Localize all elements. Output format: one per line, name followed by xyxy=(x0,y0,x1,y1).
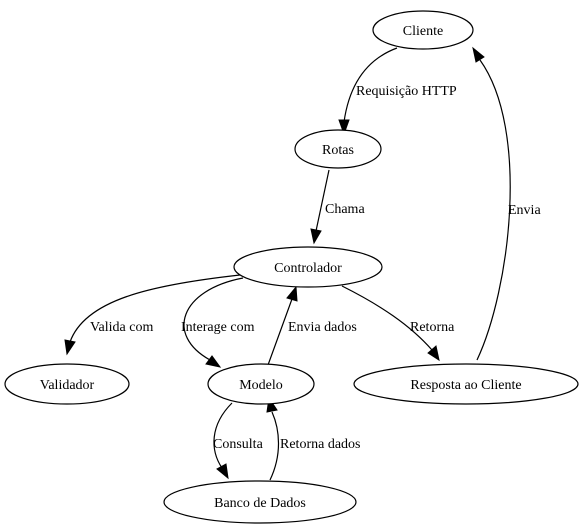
edge-label-valida-com: Valida com xyxy=(90,320,153,335)
edge-banco-modelo: Retorna dados xyxy=(266,396,360,481)
edge-controlador-resposta: Retorna xyxy=(341,285,455,362)
node-banco-de-dados: Banco de Dados xyxy=(163,480,357,524)
node-label-modelo: Modelo xyxy=(239,378,283,393)
edge-controlador-validador: Valida com xyxy=(64,274,241,356)
node-resposta-ao-cliente: Resposta ao Cliente xyxy=(353,363,579,405)
node-label-resposta-ao-cliente: Resposta ao Cliente xyxy=(410,378,521,393)
edge-modelo-controlador: Envia dados xyxy=(267,285,357,366)
edge-controlador-modelo: Interage com xyxy=(181,277,255,368)
node-label-validador: Validador xyxy=(40,378,95,393)
edge-label-retorna-dados: Retorna dados xyxy=(280,437,360,452)
node-modelo: Modelo xyxy=(207,363,315,405)
edge-label-envia: Envia xyxy=(508,203,541,218)
node-validador: Validador xyxy=(4,363,130,405)
edge-label-consulta: Consulta xyxy=(213,437,264,452)
node-label-banco-de-dados: Banco de Dados xyxy=(214,496,306,511)
node-cliente: Cliente xyxy=(372,10,474,50)
node-label-controlador: Controlador xyxy=(274,261,342,276)
edge-label-requisicao-http: Requisição HTTP xyxy=(356,84,457,99)
edge-cliente-rotas: Requisição HTTP xyxy=(338,47,457,136)
edge-label-chama: Chama xyxy=(325,202,365,217)
edge-modelo-banco: Consulta xyxy=(213,402,264,480)
node-rotas: Rotas xyxy=(294,129,382,169)
edge-rotas-controlador: Chama xyxy=(310,169,365,245)
node-label-rotas: Rotas xyxy=(322,143,354,158)
node-controlador: Controlador xyxy=(233,246,383,288)
edge-resposta-cliente: Envia xyxy=(472,46,541,361)
edge-label-envia-dados: Envia dados xyxy=(288,320,357,335)
edge-label-interage-com: Interage com xyxy=(181,320,255,335)
node-label-cliente: Cliente xyxy=(403,24,443,39)
edge-label-retorna: Retorna xyxy=(410,320,455,335)
